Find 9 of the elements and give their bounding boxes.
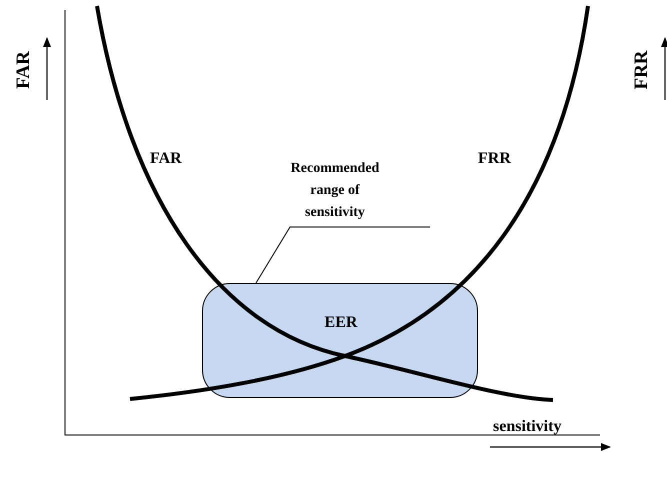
box-label: EER xyxy=(324,314,358,332)
axis-label: FRR xyxy=(631,49,653,92)
curve-label: FRR xyxy=(478,150,511,168)
curve-label: FAR xyxy=(150,150,182,168)
axis-label: FAR xyxy=(13,50,35,91)
range-box xyxy=(202,283,478,398)
callout-text: Recommended range of sensitivity xyxy=(262,152,430,227)
leader-line xyxy=(256,226,430,284)
axis-label: sensitivity xyxy=(493,418,562,436)
